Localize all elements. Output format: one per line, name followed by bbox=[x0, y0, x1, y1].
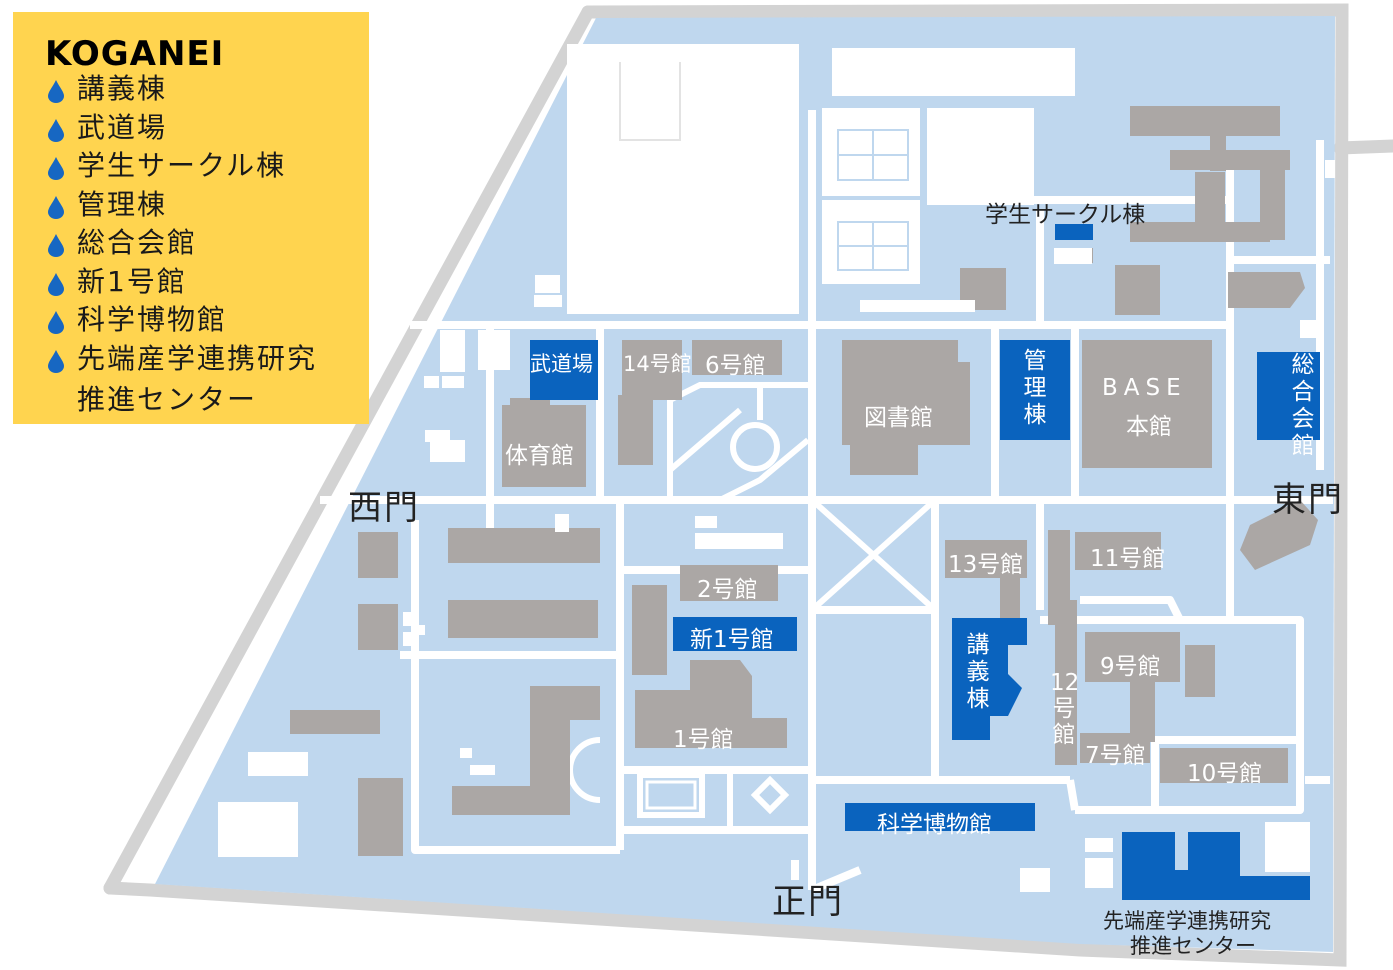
legend-item-label: 科学博物館 bbox=[77, 303, 228, 336]
courtyard-paths bbox=[567, 382, 937, 830]
building-9-label: 9号館 bbox=[1100, 654, 1161, 680]
legend-item[interactable]: 管理棟 bbox=[43, 186, 317, 225]
building-10-label: 10号館 bbox=[1187, 761, 1263, 787]
water-drop-icon bbox=[48, 311, 64, 334]
legend-item-label: 新1号館 bbox=[77, 264, 187, 298]
tennis-court-lines bbox=[619, 62, 909, 271]
outer-roads bbox=[103, 3, 1393, 967]
advanced-research-center-label-line1[interactable]: 先端産学連携研究 bbox=[1103, 909, 1271, 933]
base-main-hall-label: 本館 bbox=[1126, 414, 1172, 440]
budojo-label[interactable]: 武道場 bbox=[530, 352, 593, 376]
legend-item-continuation: 推進センター bbox=[77, 383, 258, 416]
building-12-label: 12号館 bbox=[1050, 670, 1080, 748]
science-museum-label[interactable]: 科学博物館 bbox=[877, 812, 992, 838]
legend-item[interactable]: 科学博物館 bbox=[43, 301, 317, 340]
building-1-label: 1号館 bbox=[673, 727, 734, 753]
legend-item-label: 総合会館 bbox=[77, 226, 198, 259]
road-network bbox=[320, 110, 1333, 894]
lecture-building-label[interactable]: 講義棟 bbox=[966, 632, 990, 712]
minor-structures bbox=[403, 160, 1335, 892]
water-drop-icon bbox=[48, 157, 64, 180]
water-drop-icon bbox=[48, 80, 64, 103]
building-13-label: 13号館 bbox=[948, 552, 1024, 578]
west-gate-label: 西門 bbox=[348, 488, 420, 528]
water-drop-icon bbox=[48, 349, 64, 373]
water-drop-icon bbox=[48, 234, 64, 257]
admin-building-label[interactable]: 管理棟 bbox=[1023, 348, 1047, 428]
legend-list: 講義棟 武道場 学生サークル棟 管理棟 総合会館 新1号館 科学博物館 先端産 bbox=[43, 70, 317, 378]
legend-item[interactable]: 武道場 bbox=[43, 109, 317, 148]
water-drop-icon bbox=[48, 272, 64, 296]
highlighted-buildings bbox=[530, 224, 1320, 900]
building-7-label: 7号館 bbox=[1085, 743, 1146, 769]
legend-item-label: 先端産学連携研究 bbox=[77, 341, 318, 375]
legend-panel: KOGANEI 講義棟 武道場 学生サークル棟 管理棟 総合会館 新1号館 科学… bbox=[13, 12, 369, 424]
legend-item[interactable]: 先端産学連携研究 bbox=[43, 340, 317, 379]
legend-item-label: 講義棟 bbox=[77, 72, 168, 105]
building-11-label: 11号館 bbox=[1090, 546, 1166, 572]
student-circle-building-label[interactable]: 学生サークル棟 bbox=[985, 202, 1146, 228]
legend-item-label: 武道場 bbox=[77, 110, 168, 144]
legend-item[interactable]: 講義棟 bbox=[43, 70, 317, 109]
general-hall-label[interactable]: 総合会館 bbox=[1291, 352, 1315, 459]
advanced-research-center-label-line2[interactable]: 推進センター bbox=[1130, 934, 1256, 958]
building-6-label: 6号館 bbox=[705, 353, 766, 379]
building-2-label: 2号館 bbox=[697, 577, 758, 603]
library-label: 図書館 bbox=[864, 405, 933, 431]
water-drop-icon bbox=[48, 195, 64, 219]
gymnasium-label: 体育館 bbox=[505, 443, 574, 469]
legend-item[interactable]: 総合会館 bbox=[43, 224, 317, 263]
east-gate-label: 東門 bbox=[1272, 480, 1344, 520]
grey-buildings bbox=[290, 106, 1318, 856]
legend-item-label: 学生サークル棟 bbox=[77, 149, 287, 182]
base-label: BASE bbox=[1102, 375, 1187, 401]
legend-title: KOGANEI bbox=[45, 34, 225, 74]
new-building-1-label[interactable]: 新1号館 bbox=[690, 627, 774, 653]
legend-item[interactable]: 学生サークル棟 bbox=[43, 147, 317, 186]
building-14-label: 14号館 bbox=[623, 352, 692, 376]
water-drop-icon bbox=[48, 118, 64, 142]
legend-item-label: 管理棟 bbox=[77, 187, 168, 221]
main-gate-label: 正門 bbox=[772, 882, 844, 922]
legend-item[interactable]: 新1号館 bbox=[43, 263, 317, 302]
